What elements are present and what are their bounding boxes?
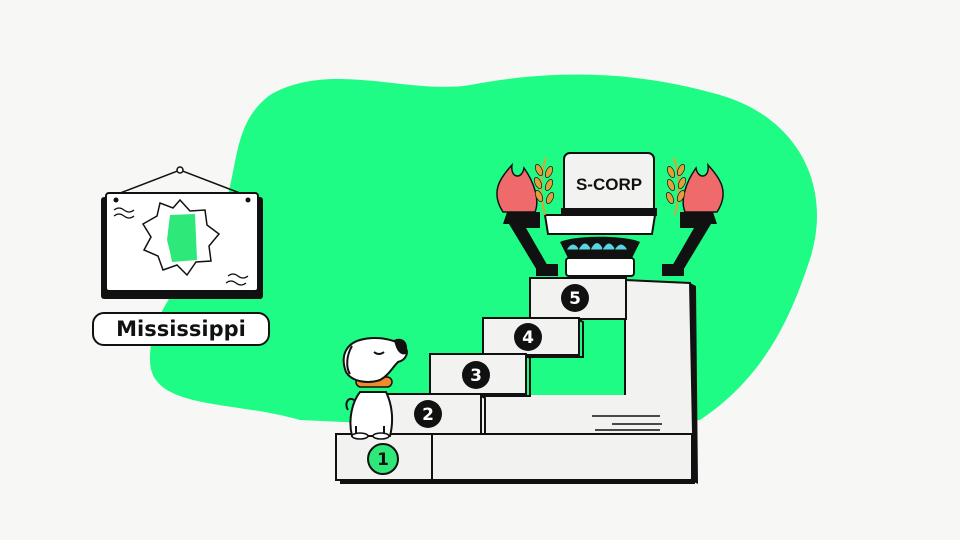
step-badge-5: 5 — [561, 284, 589, 312]
step-number-5: 5 — [569, 289, 581, 309]
state-label: Mississippi — [92, 312, 270, 346]
step-number-3: 3 — [470, 366, 482, 386]
step-badge-3: 3 — [462, 361, 490, 389]
step-number-4: 4 — [522, 328, 534, 348]
pedestal-icon — [543, 152, 657, 277]
framed-map-icon — [101, 166, 263, 299]
step-number-1: 1 — [377, 450, 389, 470]
torch-icon — [662, 162, 724, 276]
dog-icon — [342, 337, 408, 440]
step-badge-1: 1 — [367, 443, 399, 475]
step-number-2: 2 — [422, 405, 434, 425]
wheat-icon — [533, 157, 555, 216]
torch-icon — [496, 162, 558, 276]
wheat-icon — [665, 157, 687, 216]
step-badge-4: 4 — [514, 323, 542, 351]
step-badge-2: 2 — [414, 400, 442, 428]
plaque-text: S-CORP — [576, 175, 642, 194]
